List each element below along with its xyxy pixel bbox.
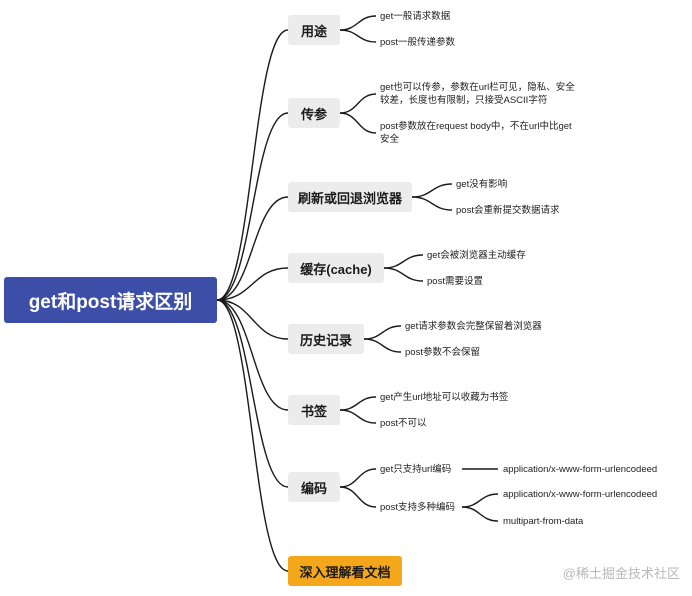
- branch-encoding[interactable]: 编码: [288, 472, 340, 502]
- leaf-encoding-post: post支持多种编码: [380, 502, 455, 513]
- leaf-params-get-line1: get也可以传参，参数在url栏可见，隐私、安全: [380, 82, 575, 93]
- leaf-link-9: [363, 338, 402, 353]
- leaf-link-7: [383, 267, 424, 282]
- leaf-bookmark-get: get产生url地址可以收藏为书签: [380, 392, 509, 403]
- root-link-3: [216, 267, 289, 301]
- root-link-6: [216, 299, 289, 488]
- root-link-1: [216, 112, 289, 301]
- leaf-cache-post: post需要设置: [427, 276, 483, 287]
- leaf-link-6: [383, 254, 424, 269]
- leaf-encoding-post-type-2: multipart-from-data: [503, 516, 584, 527]
- leaf-encoding-get-type: application/x-www-form-urlencodeed: [503, 464, 658, 475]
- leaf-cache-get: get会被浏览器主动缓存: [427, 250, 526, 261]
- root-topic[interactable]: get和post请求区别: [4, 277, 217, 323]
- branch-cache[interactable]: 缓存(cache): [288, 253, 384, 283]
- leaf-link-4: [411, 183, 453, 198]
- leaf-history-get: get请求参数会完整保留着浏览器: [405, 321, 542, 332]
- leaf-link-10: [339, 396, 377, 411]
- leaf-params-post-line2: 安全: [380, 134, 400, 145]
- leaf-usage-post: post一般传递参数: [380, 37, 455, 48]
- leaf-link-5: [411, 196, 453, 211]
- leaf-link-1: [339, 29, 377, 43]
- branch-read-docs[interactable]: 深入理解看文档: [288, 556, 402, 586]
- leaf-link-3: [339, 112, 377, 134]
- root-link-5: [216, 299, 289, 411]
- leaf-link-11: [339, 409, 377, 424]
- branch-bookmark[interactable]: 书签: [288, 395, 340, 425]
- leaf-link-2: [339, 93, 377, 114]
- root-link-0: [216, 29, 289, 301]
- leaf-link-14: [461, 493, 499, 508]
- leaf-refresh-post: post会重新提交数据请求: [456, 205, 560, 216]
- leaf-usage-get: get一般请求数据: [380, 11, 451, 22]
- leaf-history-post: post参数不会保留: [405, 347, 480, 358]
- leaf-link-8: [363, 325, 402, 340]
- leaf-encoding-get: get只支持url编码: [380, 464, 452, 475]
- branch-refresh[interactable]: 刷新或回退浏览器: [288, 182, 412, 212]
- root-link-4: [216, 299, 289, 340]
- leaf-link-15: [461, 506, 499, 522]
- root-link-7: [216, 299, 289, 572]
- branch-usage[interactable]: 用途: [288, 15, 340, 45]
- root-link-2: [216, 196, 289, 301]
- leaf-params-post-line1: post参数放在request body中，不在url中比get: [380, 121, 572, 132]
- leaf-link-12: [339, 468, 377, 488]
- watermark: @稀土掘金技术社区: [562, 566, 680, 581]
- branch-history[interactable]: 历史记录: [288, 324, 364, 354]
- branch-params[interactable]: 传参: [288, 98, 340, 128]
- leaf-refresh-get: get没有影响: [456, 179, 508, 190]
- leaf-link-13: [339, 486, 377, 508]
- leaf-encoding-post-type-1: application/x-www-form-urlencodeed: [503, 489, 658, 500]
- leaf-params-get-line2: 较差，长度也有限制，只接受ASCII字符: [380, 95, 548, 106]
- leaf-bookmark-post: post不可以: [380, 418, 427, 429]
- leaf-link-0: [339, 15, 377, 31]
